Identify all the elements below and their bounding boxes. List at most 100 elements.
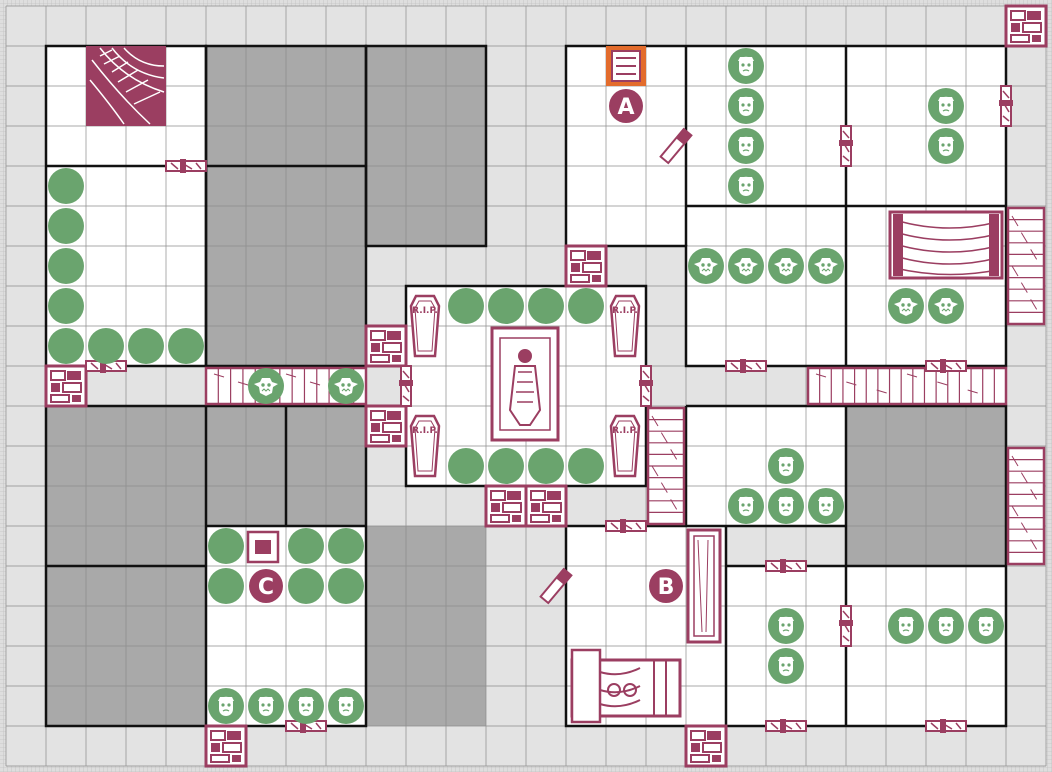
- svg-text:A: A: [617, 95, 634, 120]
- goblin-icon: [328, 368, 364, 404]
- walkway-vertical: [646, 406, 686, 526]
- rubble-block: [564, 244, 608, 288]
- svg-text:R.I.P.: R.I.P.: [612, 306, 638, 316]
- skeleton-icon: [328, 528, 364, 564]
- coffin-bottom-left: R.I.P.: [409, 414, 441, 478]
- door: [838, 605, 854, 647]
- rubble-block: [364, 324, 408, 368]
- zombie-icon: [768, 648, 804, 684]
- walkway-right: [806, 366, 1008, 406]
- marker-a: A: [609, 89, 643, 123]
- rubble-block: [204, 724, 248, 768]
- rubble-block: [484, 484, 528, 528]
- marker-c: C: [249, 569, 283, 603]
- svg-text:R.I.P.: R.I.P.: [412, 306, 438, 316]
- coffin-top-right: R.I.P.: [609, 294, 641, 358]
- skeleton-icon: [568, 448, 604, 484]
- zombie-icon: [728, 168, 764, 204]
- zombie-icon: [248, 688, 284, 724]
- door: [838, 125, 854, 167]
- skeleton-icon: [88, 328, 124, 364]
- zombie-icon: [728, 88, 764, 124]
- skeleton-icon: [48, 208, 84, 244]
- zombie-icon: [928, 608, 964, 644]
- zombie-icon: [888, 608, 924, 644]
- goblin-icon: [688, 248, 724, 284]
- skeleton-icon: [528, 288, 564, 324]
- door: [398, 365, 414, 407]
- marker-b: B: [649, 569, 683, 603]
- door: [925, 718, 967, 734]
- zombie-icon: [728, 128, 764, 164]
- zombie-icon: [928, 128, 964, 164]
- zombie-icon: [728, 48, 764, 84]
- door: [925, 358, 967, 374]
- goblin-icon: [768, 248, 804, 284]
- skeleton-icon: [448, 288, 484, 324]
- open-door: [539, 567, 573, 605]
- zombie-icon: [808, 488, 844, 524]
- rack-table: [686, 528, 722, 644]
- door: [765, 558, 807, 574]
- rubble-block: [44, 364, 88, 408]
- goblin-icon: [888, 288, 924, 324]
- skeleton-icon: [448, 448, 484, 484]
- skeleton-icon: [48, 168, 84, 204]
- skeleton-icon: [288, 528, 324, 564]
- goblin-icon: [808, 248, 844, 284]
- monsters: [48, 48, 1004, 724]
- door: [165, 158, 207, 174]
- skeleton-icon: [208, 568, 244, 604]
- skeleton-icon: [488, 288, 524, 324]
- zombie-icon: [288, 688, 324, 724]
- torture-rack: [570, 648, 682, 724]
- coffin-bottom-right: R.I.P.: [609, 414, 641, 478]
- skeleton-icon: [48, 248, 84, 284]
- highlighted-trap: [606, 46, 646, 86]
- chest: [246, 530, 280, 564]
- goblin-icon: [928, 288, 964, 324]
- skeleton-icon: [288, 568, 324, 604]
- coffins: R.I.P. R.I.P. R.I.P. R.I.P.: [409, 294, 641, 478]
- skeleton-icon: [488, 448, 524, 484]
- door: [998, 85, 1014, 127]
- walkway-edge: [1006, 206, 1046, 566]
- zombie-icon: [208, 688, 244, 724]
- skeleton-icon: [48, 288, 84, 324]
- goblin-icon: [248, 368, 284, 404]
- tomb: [490, 326, 560, 442]
- skeleton-icon: [568, 288, 604, 324]
- skeleton-icon: [528, 448, 564, 484]
- plank-walkways: [204, 206, 1046, 566]
- skeleton-icon: [328, 568, 364, 604]
- zombie-icon: [328, 688, 364, 724]
- doors: [85, 85, 1014, 734]
- rubble-block: [684, 724, 728, 768]
- door: [765, 718, 807, 734]
- bookcase: [888, 210, 1004, 280]
- door: [638, 365, 654, 407]
- zombie-icon: [768, 488, 804, 524]
- rubble-block: [524, 484, 568, 528]
- rubble-block: [1004, 4, 1048, 48]
- coffin-top-left: R.I.P.: [409, 294, 441, 358]
- goblin-icon: [728, 248, 764, 284]
- zombie-icon: [928, 88, 964, 124]
- door: [605, 518, 647, 534]
- door: [725, 358, 767, 374]
- zombie-icon: [728, 488, 764, 524]
- open-door: [659, 127, 693, 165]
- svg-text:R.I.P.: R.I.P.: [612, 426, 638, 436]
- svg-text:C: C: [258, 575, 274, 600]
- zombie-icon: [768, 448, 804, 484]
- rubble-block: [364, 404, 408, 448]
- svg-text:R.I.P.: R.I.P.: [412, 426, 438, 436]
- zombie-icon: [768, 608, 804, 644]
- zombie-icon: [968, 608, 1004, 644]
- svg-text:B: B: [658, 575, 675, 600]
- stairway: [86, 46, 166, 126]
- skeleton-icon: [168, 328, 204, 364]
- skeleton-icon: [48, 328, 84, 364]
- skeleton-icon: [128, 328, 164, 364]
